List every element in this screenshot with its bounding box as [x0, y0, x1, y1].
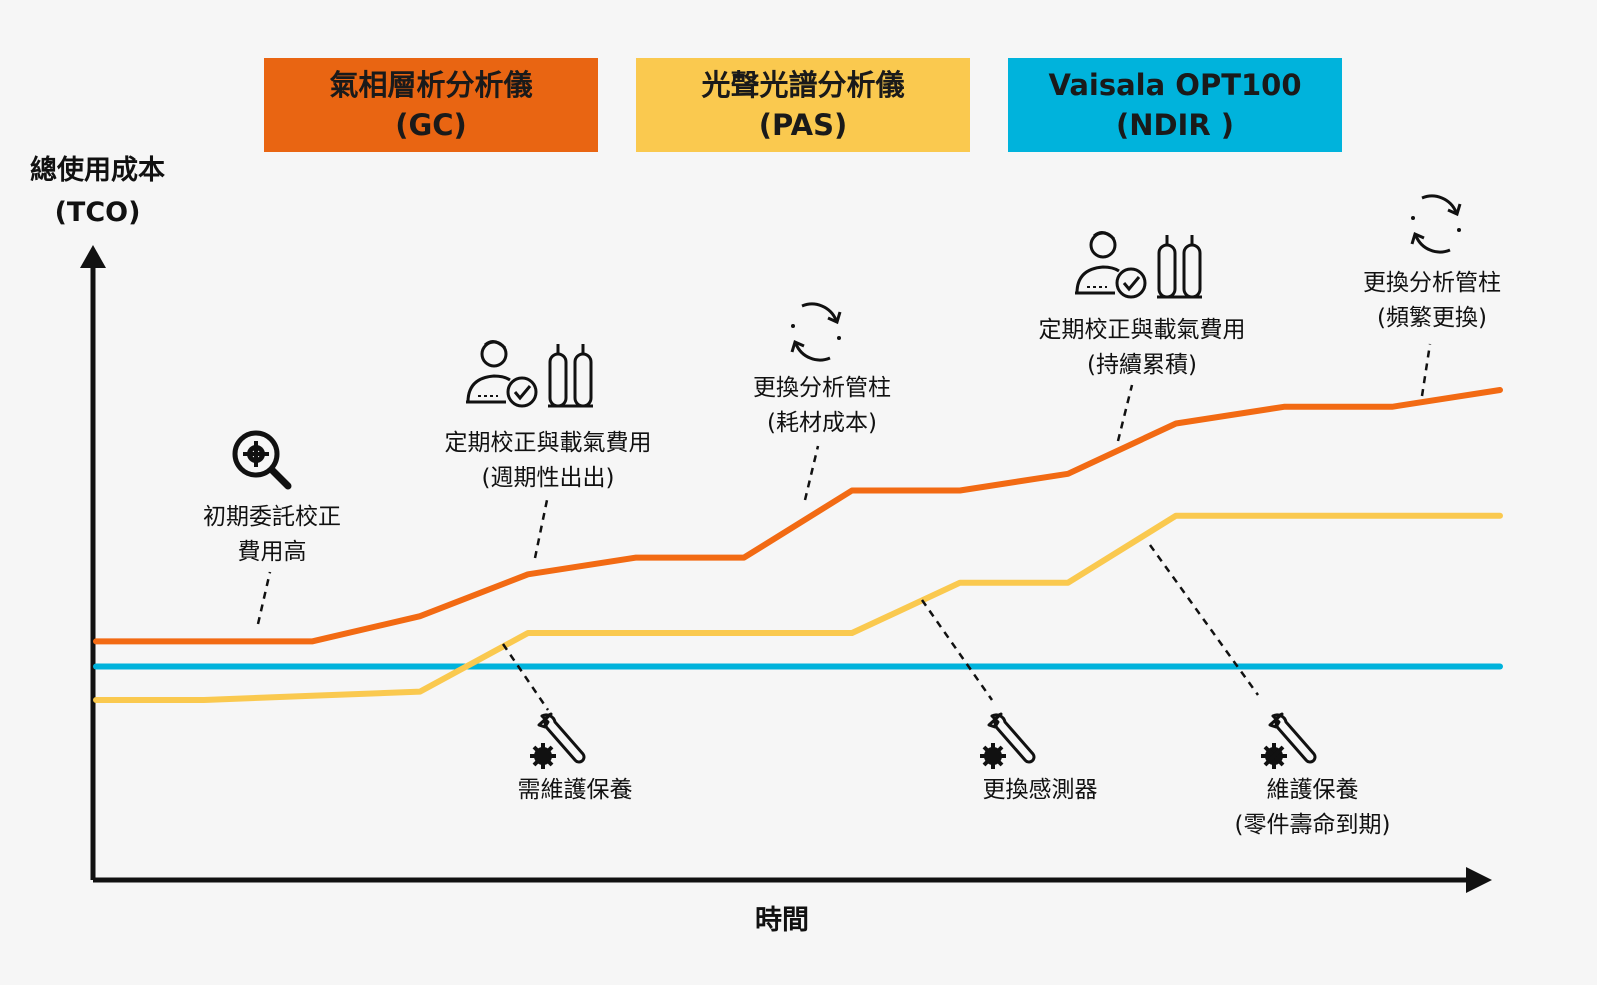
pas-series-line — [93, 512, 1503, 703]
annotation-gc-column-2: 更換分析管柱 (頻繁更換) — [1342, 266, 1522, 336]
annotation-line: 初期委託校正 — [203, 504, 341, 530]
technician-gas-cylinders-icon — [464, 340, 595, 408]
y-axis-title-main: 總使用成本 — [30, 155, 165, 186]
leader-line — [1420, 343, 1432, 397]
leader-lines — [256, 343, 1432, 711]
annotation-gc-column-1: 更換分析管柱 (耗材成本) — [732, 371, 912, 441]
wrench-gear-icon — [978, 712, 1036, 771]
x-axis-arrow — [1466, 867, 1492, 893]
annotation-line: 費用高 — [237, 539, 307, 565]
annotation-pas-maint: 需維護保養 — [500, 773, 650, 808]
annotation-gc-calib-1: 定期校正與載氣費用 (週期性出出) — [418, 426, 678, 496]
annotation-line: 定期校正與載氣費用 — [1038, 317, 1246, 343]
legend-pas: 光聲光譜分析儀 (PAS) — [636, 58, 970, 152]
leader-line — [501, 643, 550, 711]
legend-pas-name: 光聲光譜分析儀 — [701, 68, 905, 102]
leader-line — [256, 571, 272, 625]
refresh-cycle-icon — [1409, 194, 1463, 254]
legend-gc: 氣相層析分析儀 (GC) — [264, 58, 598, 152]
annotation-line: (零件壽命到期) — [1234, 812, 1391, 838]
annotation-gc-calib-2: 定期校正與載氣費用 (持續累積) — [1012, 313, 1272, 383]
leader-line — [920, 599, 994, 701]
annotation-line: 更換分析管柱 — [753, 375, 891, 401]
leader-line — [533, 499, 549, 559]
annotation-line: 維護保養 — [1266, 777, 1359, 803]
series-layer — [93, 387, 1503, 703]
leader-line — [1148, 544, 1260, 696]
leader-line — [803, 445, 820, 501]
legend-gc-name: 氣相層析分析儀 — [329, 68, 533, 102]
annotation-pas-parts: 維護保養 (零件壽命到期) — [1210, 773, 1415, 843]
annotation-line: (頻繁更換) — [1377, 305, 1487, 331]
refresh-cycle-icon — [789, 302, 843, 362]
annotation-line: (週期性出出) — [481, 465, 615, 491]
annotation-line: 定期校正與載氣費用 — [444, 430, 652, 456]
annotation-gc-initial: 初期委託校正 費用高 — [172, 500, 372, 570]
annotation-line: 更換感測器 — [982, 777, 1098, 803]
y-axis-arrow — [80, 245, 106, 268]
legend-pas-abbr: (PAS) — [758, 108, 848, 142]
legend-opt100-abbr: (NDIR ) — [1115, 108, 1235, 142]
annotation-line: (耗材成本) — [767, 410, 877, 436]
technician-gas-cylinders-icon — [1073, 231, 1204, 299]
y-axis-title-abbr: (TCO) — [54, 197, 141, 228]
magnify-gear-icon — [232, 430, 292, 490]
legend-opt100-name: Vaisala OPT100 — [1048, 68, 1302, 102]
annotation-pas-sensor: 更換感測器 — [965, 773, 1115, 808]
legend-gc-abbr: (GC) — [395, 108, 467, 142]
y-axis-title: 總使用成本 (TCO) — [0, 150, 195, 234]
x-axis-title: 時間 — [755, 905, 809, 936]
annotation-line: (持續累積) — [1087, 352, 1197, 378]
legend-opt100: Vaisala OPT100 (NDIR ) — [1008, 58, 1342, 152]
annotation-line: 需維護保養 — [517, 777, 633, 803]
annotation-line: 更換分析管柱 — [1363, 270, 1501, 296]
gc-series-line — [93, 387, 1503, 645]
wrench-gear-icon — [528, 712, 586, 771]
wrench-gear-icon — [1259, 712, 1317, 771]
leader-line — [1116, 384, 1134, 442]
